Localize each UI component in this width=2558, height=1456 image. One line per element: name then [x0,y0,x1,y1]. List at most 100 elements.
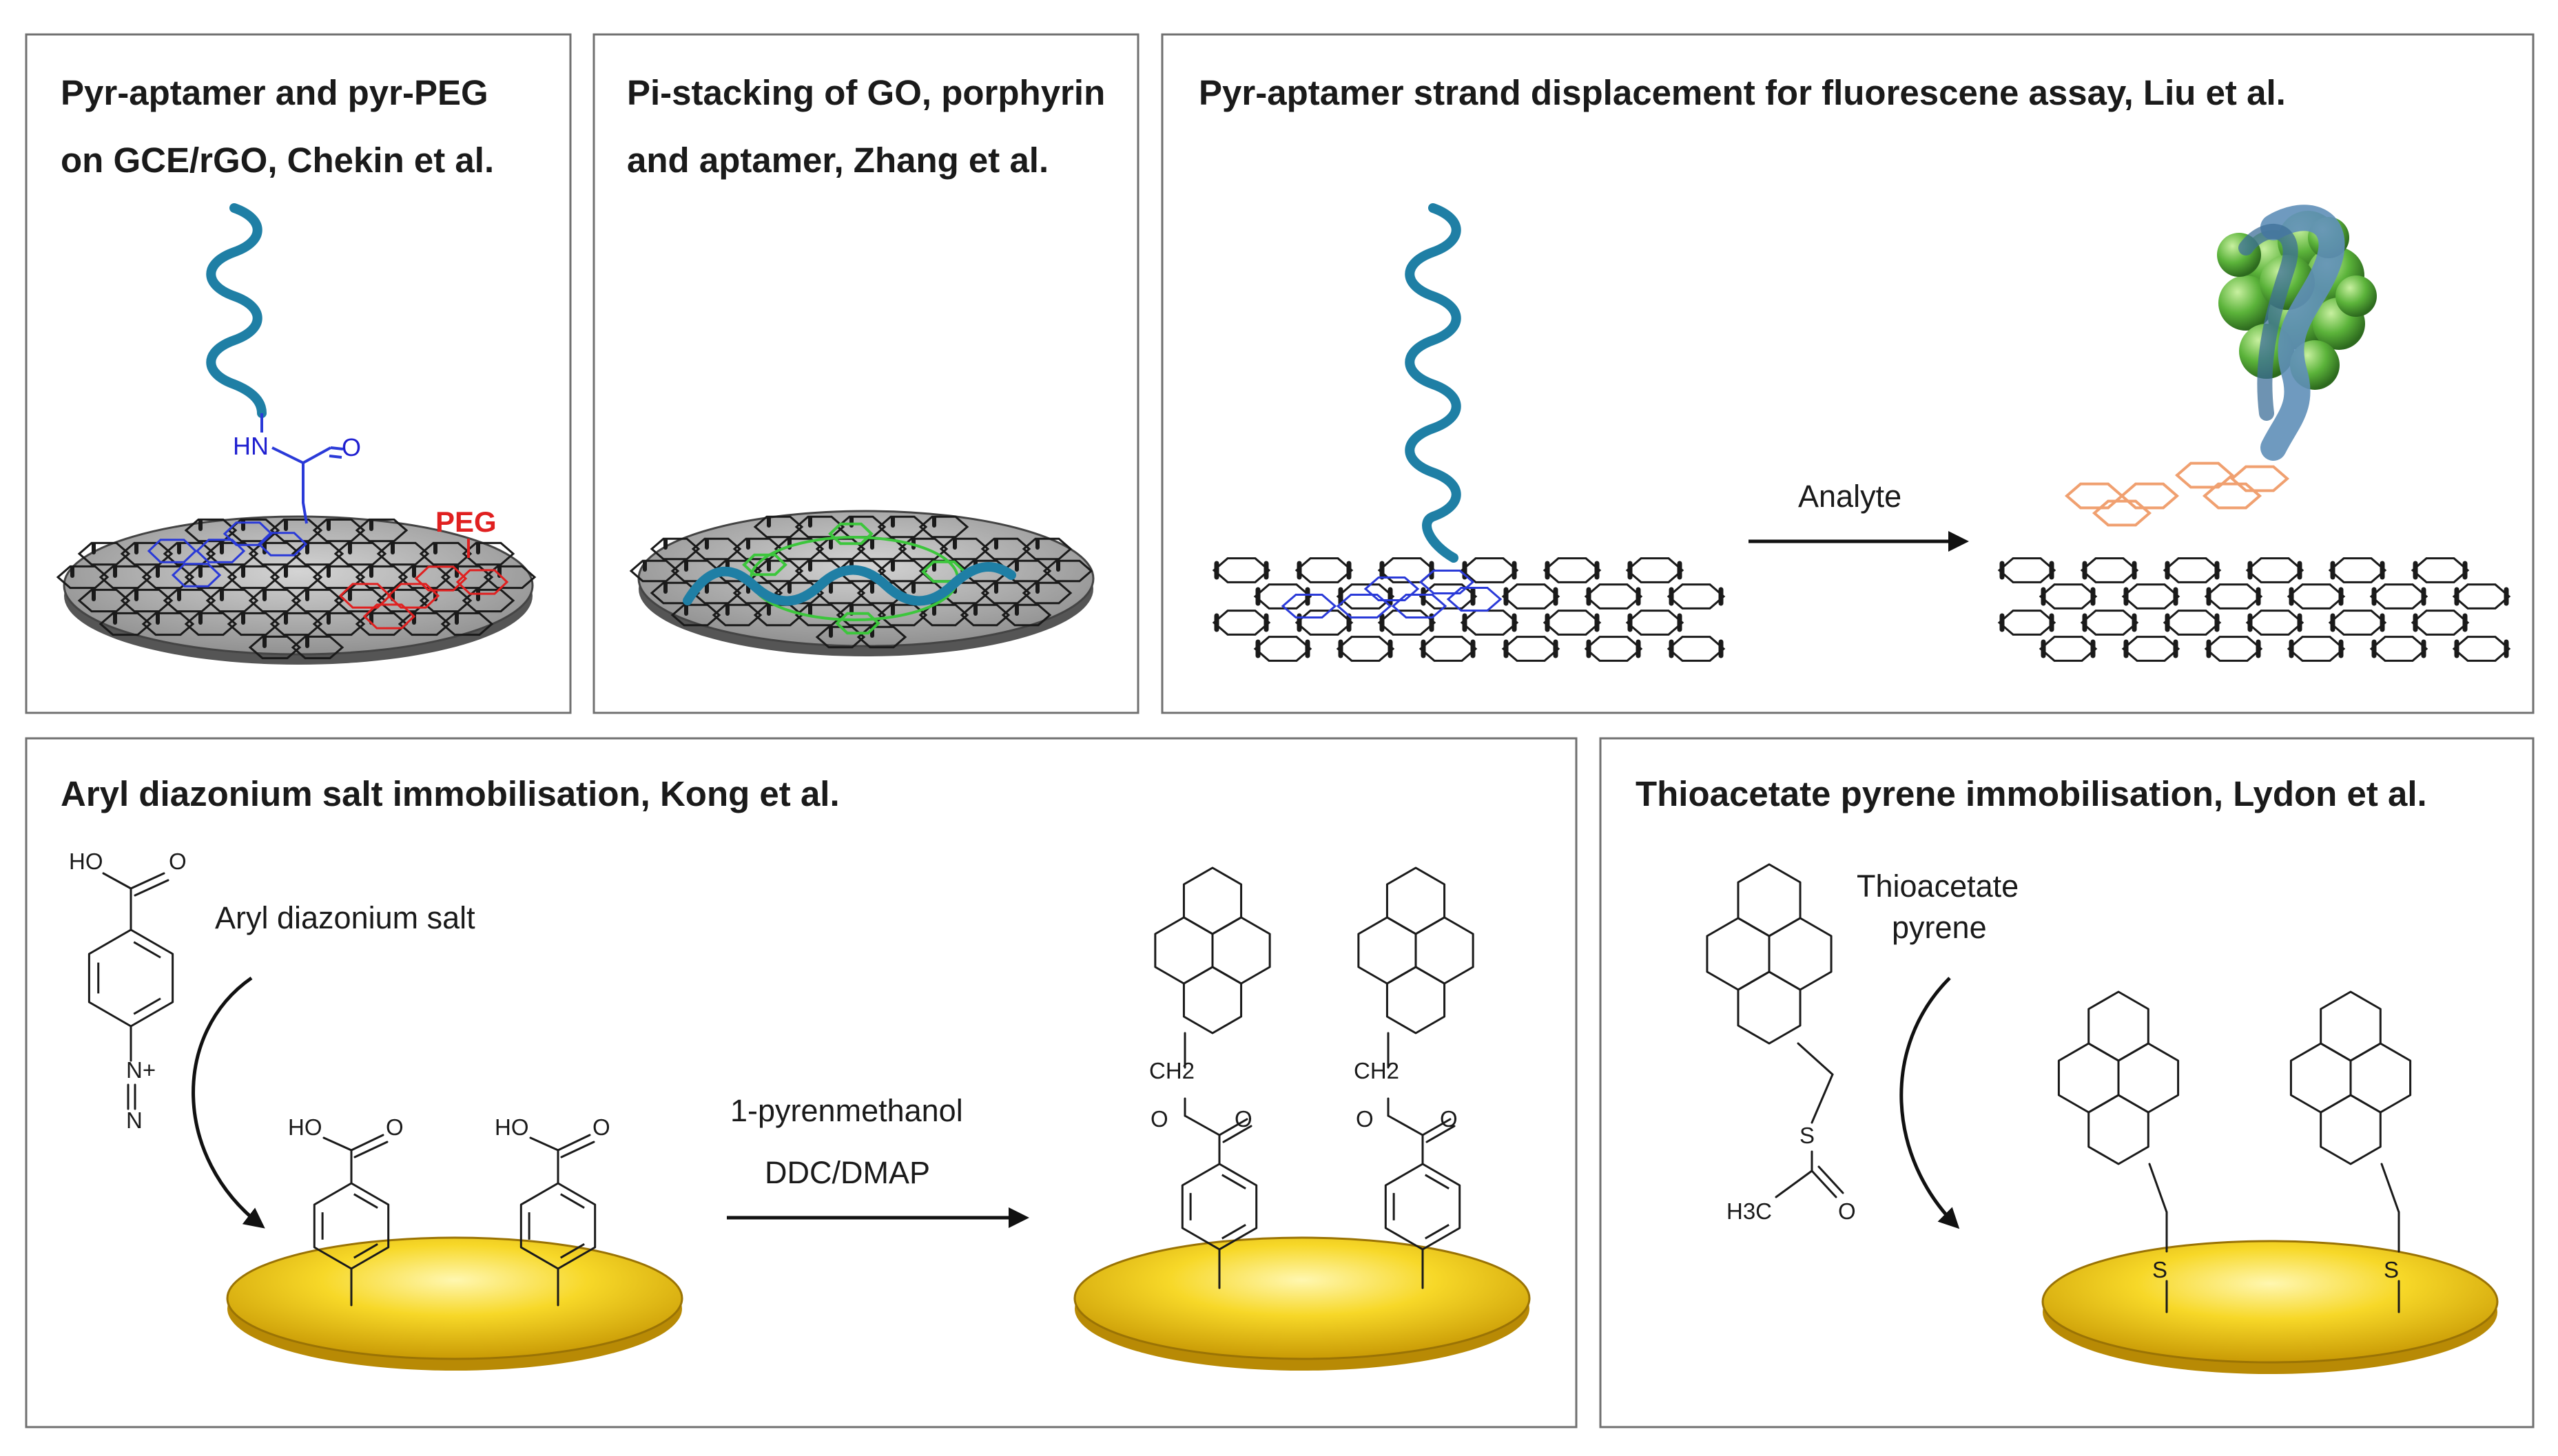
bond [1817,1165,1844,1194]
lattice-cell [419,588,473,613]
graphene-lattice [56,518,537,660]
lattice-cell [2204,583,2263,610]
lattice-cell [77,541,131,566]
pyrene-ring [1281,594,1337,618]
lattice-cell [2452,636,2511,662]
bond [134,879,169,897]
lattice-cell [877,559,928,583]
lattice-cell [650,537,701,561]
lattice-cell [248,635,302,660]
bond [1184,1114,1221,1136]
double-bond [133,997,161,1015]
double-bond [560,1193,585,1209]
lattice-cell [774,581,825,605]
lattice-cell [2080,610,2139,636]
lattice-cell [939,537,990,561]
lattice-cell [1022,537,1073,561]
thioacetate-pyrene-molecule [1706,863,1844,1198]
aryl-diazonium-molecule [87,872,174,1110]
lattice-cell [2287,583,2346,610]
lattice-cell [856,581,907,605]
pyrene-ring [455,569,509,595]
porphyrin-aryl-ring [828,522,874,545]
lattice-cell [960,559,1011,583]
lattice-cell [269,612,323,636]
aptamer-ribbon [2260,205,2345,461]
lattice-cell [2369,636,2428,662]
graphene-lattice [629,515,1093,649]
lattice-cell [205,541,259,566]
bond [557,1134,591,1152]
lattice-cell [898,537,949,561]
pyrene-ring [147,539,198,563]
pyrene-ring [1391,594,1447,618]
bond [2380,1163,2400,1214]
lattice-cell [462,588,515,613]
double-bond [1425,1174,1450,1189]
lattice-cell [184,518,238,543]
panel-4-illustration: HO O N+ N Aryl diazonium salt HO O HO O … [69,849,1531,1371]
graphene-lattice-right [1997,557,2511,662]
lattice-cell [99,612,152,636]
pyrene-ring [2320,1094,2382,1165]
lattice-cell [291,541,344,566]
double-bond [353,1243,378,1259]
panel-3-illustration: Analyte [1212,203,2511,662]
reagent-h3c-label: H3C [1726,1198,1772,1224]
lattice-cell [1295,557,1354,583]
lattice-cell [355,612,409,636]
lattice-cell [691,537,742,561]
lattice-cell [856,625,907,649]
gold-surface [2041,1240,2499,1364]
lattice-cell [836,603,887,627]
bond [1421,1118,1452,1136]
ho-label-1: HO [288,1114,322,1140]
lattice-cell [291,588,344,613]
panel-3-title: Pyr-aptamer strand displacement for fluo… [1199,73,2286,112]
pyrene-ring [2087,1094,2149,1165]
bond [1811,1169,1837,1198]
lattice-cell [1253,583,1312,610]
pyrene-ring [2092,499,2152,527]
lattice-cell [333,541,387,566]
diazo-o-label: O [169,849,187,874]
benzoic-acid-left [313,1134,597,1307]
lattice-cell [794,603,845,627]
lattice-cell [1584,583,1643,610]
aptamer-helix [206,203,267,418]
lattice-cell [2245,610,2304,636]
lattice-cell [1419,583,1478,610]
lattice-cell [918,603,969,627]
thioacetate-label-1: Thioacetate [1857,869,2019,904]
lattice-cell [980,537,1031,561]
lattice-cell [2328,557,2387,583]
pyrene-ring [2320,990,2382,1062]
s-label-1: S [2152,1257,2167,1282]
lattice-cell [184,612,238,636]
lattice-cell [333,588,387,613]
lattice-cell [1336,636,1395,662]
lattice-cell [355,518,409,543]
ester-o-label-3: O [1356,1106,1374,1132]
pyrene-ring [1737,863,1802,937]
pyrene-ring [386,583,440,609]
pyrene-ring [2087,990,2149,1062]
reagent-2-label: DDC/DMAP [765,1155,930,1190]
panel-2-title-line-2: and aptamer, Zhang et al. [627,141,1049,180]
bond [1222,1125,1252,1143]
double-bond [133,941,161,959]
lattice-cell [141,565,195,590]
reagent-1-label: 1-pyrenmethanol [730,1093,963,1128]
aryl-diazonium-label: Aryl diazonium salt [215,900,475,935]
panel-5-illustration: S H3C O Thioacetate pyrene S S [1706,863,2499,1374]
lattice-cell [1584,636,1643,662]
lattice-cell [419,541,473,566]
pyrene-ring [1385,966,1446,1034]
lattice-cell [753,559,804,583]
lattice-cell [312,518,366,543]
lattice-cell [753,515,804,539]
aptamer-ribbon-back [2238,224,2298,421]
bond [529,1136,559,1152]
bond [353,1141,389,1158]
